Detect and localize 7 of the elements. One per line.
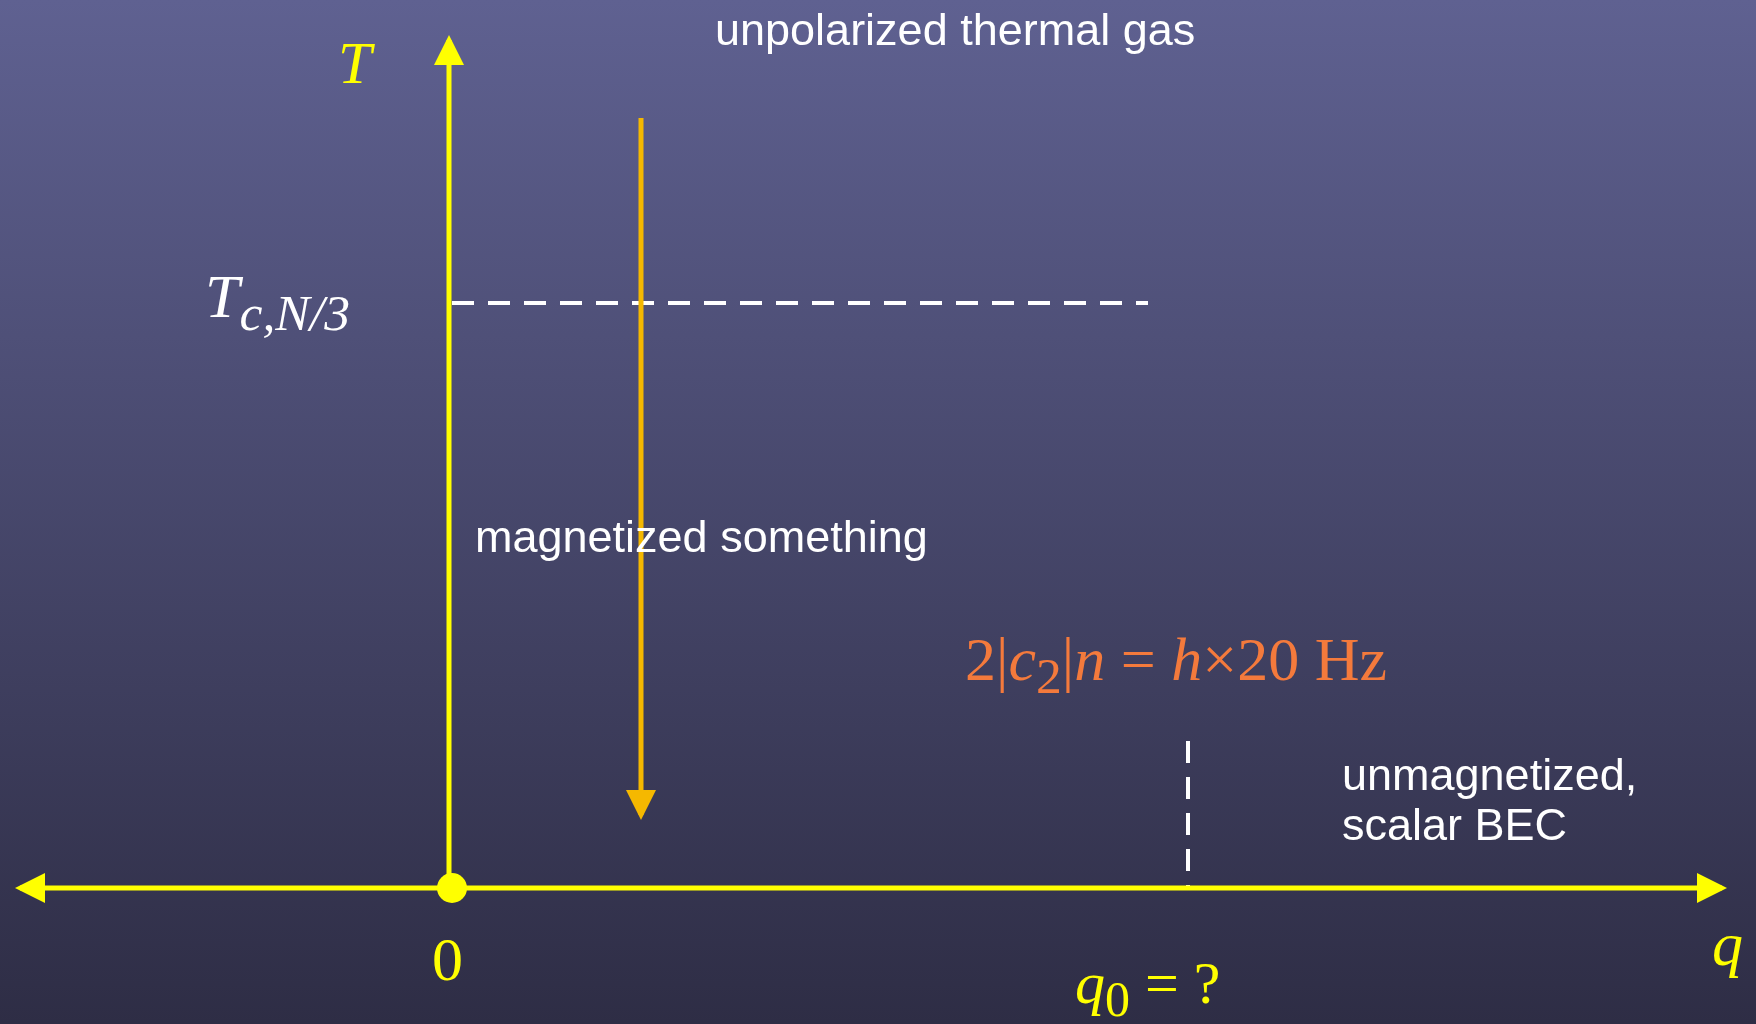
temperature-label: T$_{c,N/3}$ [205,262,350,343]
axis-label: q [1712,910,1743,979]
formula: 2|c$_{2}$|n = h×20 Hz [965,625,1387,706]
threshold-label: q$_{0}$ = ? [1075,950,1221,1024]
region-label: unmagnetized, scalar BEC [1342,750,1639,849]
origin-label: 0 [432,925,463,994]
region-label: unpolarized thermal gas [715,5,1196,55]
